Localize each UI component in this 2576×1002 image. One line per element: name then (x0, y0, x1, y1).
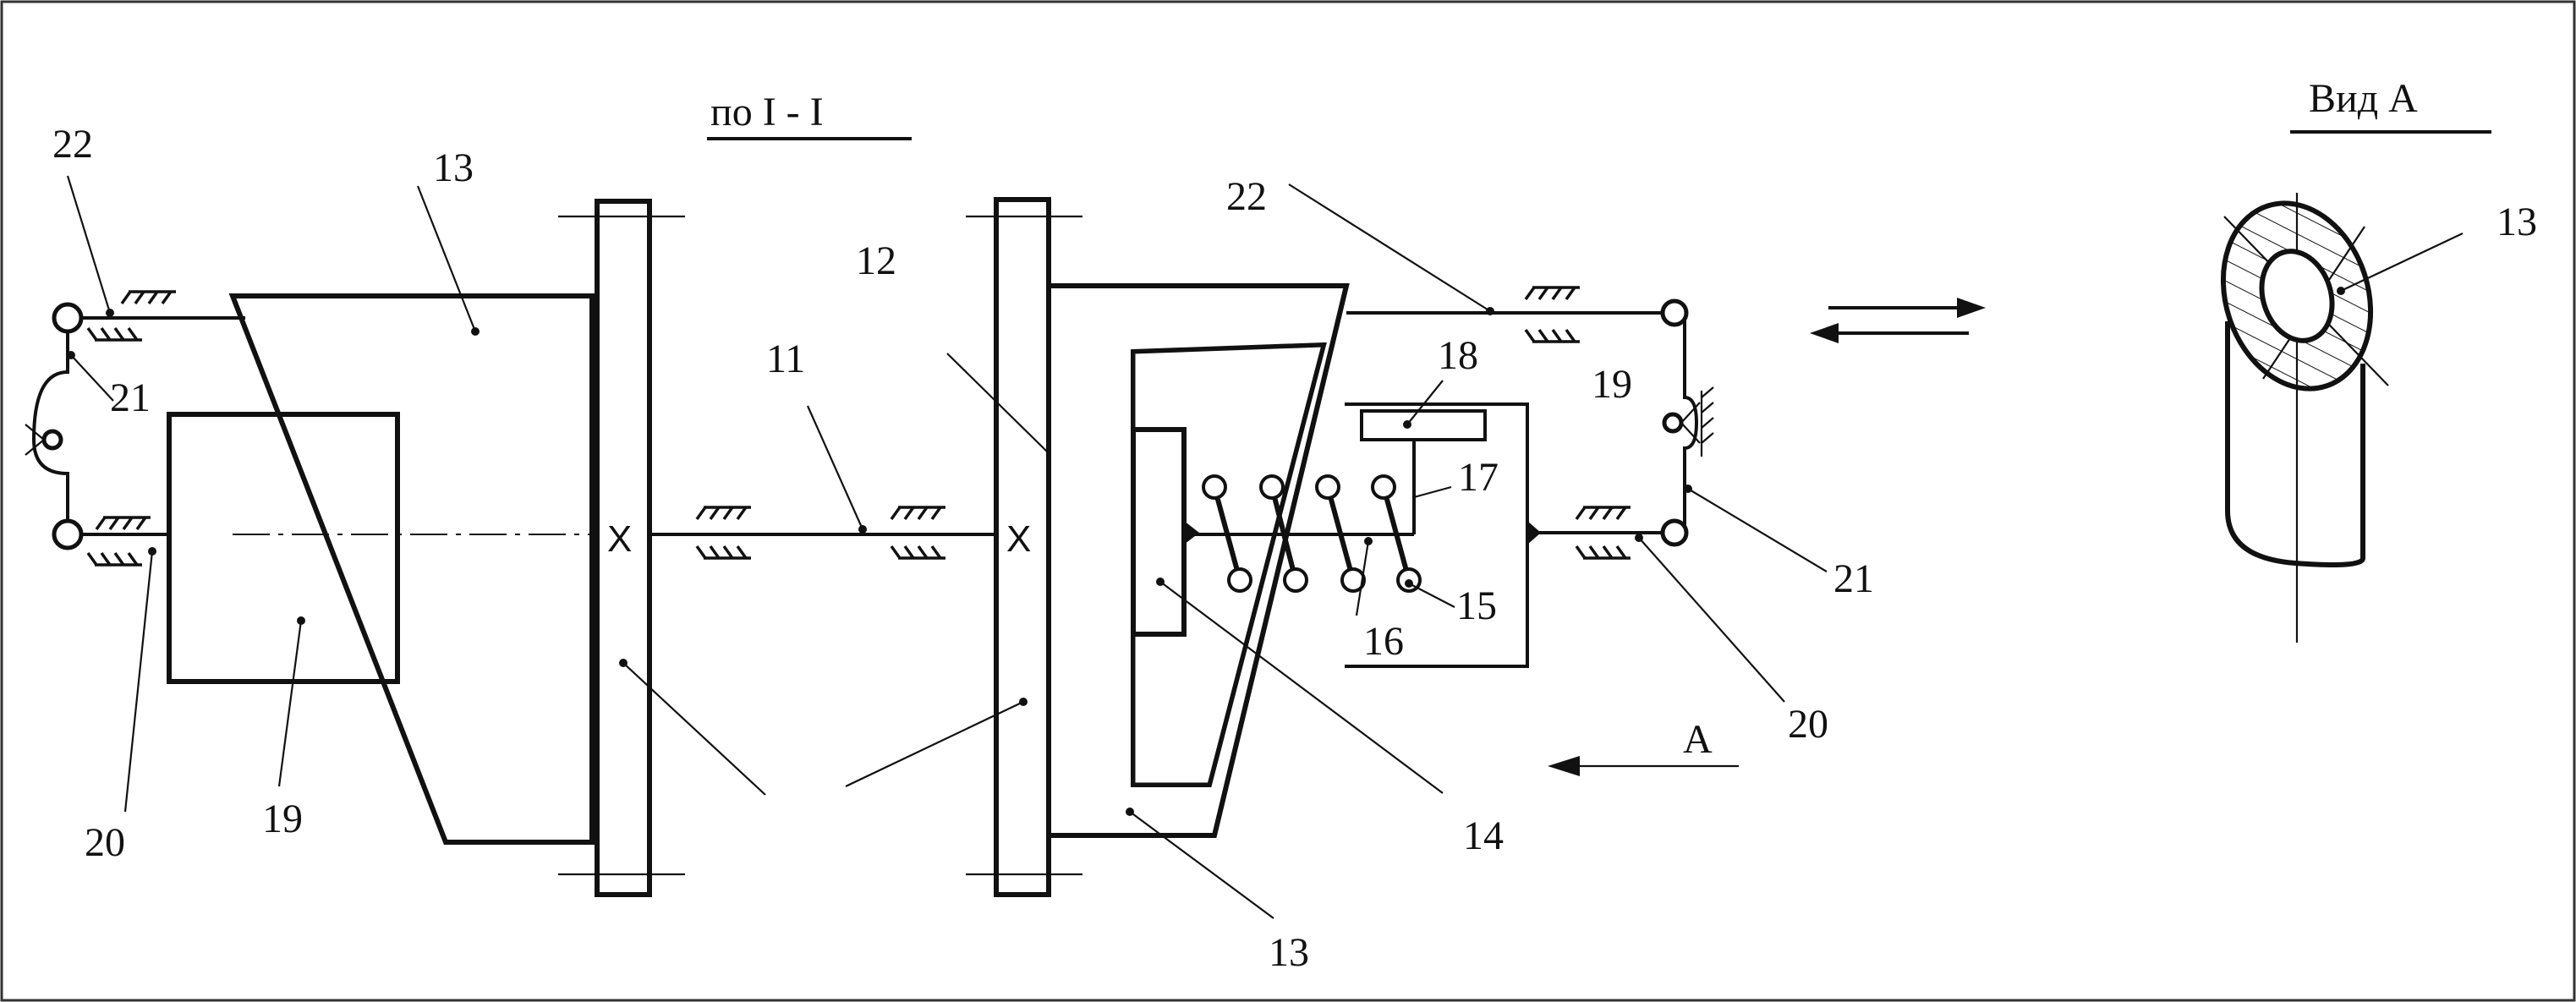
view-arrow-label: А (1683, 717, 1713, 762)
right-assembly: X (845, 183, 1828, 897)
label-13-view: 13 (2497, 200, 2537, 244)
section-title: по I - I (710, 90, 824, 134)
double-arrow-icon (1810, 298, 1986, 343)
label-20-right: 20 (1788, 702, 1828, 747)
pivot-top-left (52, 302, 84, 334)
label-20-left: 20 (85, 820, 125, 865)
label-15: 15 (1456, 583, 1497, 628)
label-16: 16 (1363, 619, 1404, 664)
label-22-left: 22 (52, 122, 93, 167)
label-21-right: 21 (1833, 556, 1874, 601)
part-13-left (228, 293, 595, 845)
label-19-right: 19 (1592, 362, 1632, 407)
part-19-left (167, 412, 400, 684)
ground-hatch-icon (86, 290, 178, 567)
label-13-bottom: 13 (1269, 930, 1309, 975)
label-14: 14 (1463, 813, 1504, 858)
label-13-top: 13 (433, 145, 474, 190)
label-12: 12 (856, 238, 896, 283)
left-assembly: X (25, 199, 766, 897)
label-17: 17 (1458, 455, 1499, 500)
shaft-11 (649, 405, 998, 560)
view-a-cylinder (2220, 193, 2464, 643)
spring-15 (1202, 474, 1422, 593)
pivot-bottom-left (52, 518, 84, 550)
label-21-left: 21 (110, 375, 151, 420)
view-title: Вид А (2309, 76, 2418, 121)
label-22-right: 22 (1226, 174, 1267, 219)
hinge-icon (25, 424, 63, 456)
label-19-left: 19 (262, 797, 303, 841)
label-18: 18 (1438, 333, 1478, 378)
ground-hatch-icon (1524, 286, 1632, 560)
part-18 (1360, 409, 1487, 441)
pivot-bottom-right (1660, 518, 1689, 547)
view-arrow (1548, 756, 1739, 776)
pivot-top-right (1660, 298, 1689, 327)
label-11: 11 (766, 337, 805, 381)
hinge-icon (1662, 386, 1714, 457)
gear-disc-left (595, 199, 652, 897)
gear-mark-left: X (607, 518, 632, 560)
gear-mark-right: X (1006, 518, 1031, 560)
